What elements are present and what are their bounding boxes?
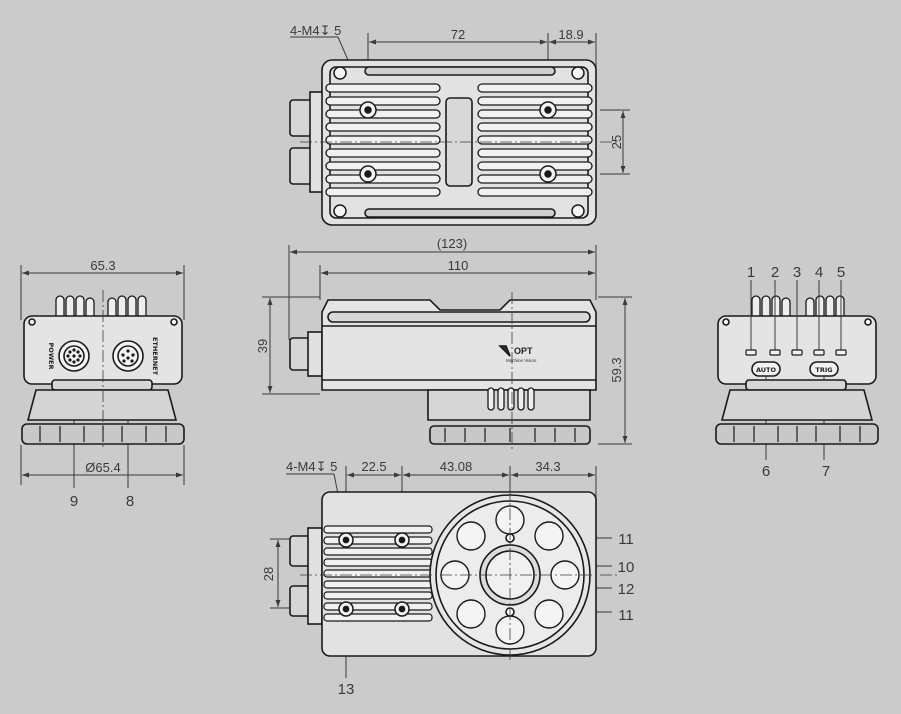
side-dim-total-length: (123) [437, 236, 467, 251]
callout-7: 7 [822, 463, 830, 480]
callout-10: 10 [618, 559, 635, 576]
side-dim-body-height: 39 [255, 339, 270, 353]
callout-9: 9 [70, 493, 78, 510]
bottom-view [270, 466, 620, 678]
bottom-thread-spec: 4-M4↧ 5 [286, 459, 337, 474]
right-view [715, 280, 879, 460]
power-connector-label: POWER [47, 343, 55, 370]
left-view [20, 265, 185, 488]
bottom-dim-d: 28 [261, 567, 276, 581]
callout-13: 13 [338, 681, 355, 698]
top-dim-hole-spacing: 72 [451, 27, 465, 42]
bottom-dim-c: 34.3 [535, 459, 560, 474]
top-thread-spec: 4-M4↧ 5 [290, 23, 341, 38]
top-dim-height-spacing: 25 [609, 135, 624, 149]
side-view [262, 245, 632, 450]
side-dim-body-length: 110 [448, 258, 469, 273]
bottom-dim-b: 43.08 [440, 459, 473, 474]
callout-labels: 1 2 3 4 5 6 7 8 9 10 11 11 12 13 [70, 264, 845, 698]
callout-11-bottom: 11 [618, 607, 634, 624]
callout-5: 5 [837, 264, 845, 281]
callout-1: 1 [747, 264, 755, 281]
trig-button: TRIG [815, 366, 832, 374]
ethernet-connector-label: ETHERNET [151, 337, 159, 376]
callout-4: 4 [815, 264, 823, 281]
callout-6: 6 [762, 463, 770, 480]
brand-logo: OPT [514, 346, 533, 356]
callout-3: 3 [793, 264, 801, 281]
left-dim-diameter: Ø65.4 [85, 460, 120, 475]
callout-8: 8 [126, 493, 134, 510]
callout-12: 12 [618, 581, 635, 598]
callout-2: 2 [771, 264, 779, 281]
side-dim-total-height: 59.3 [609, 357, 624, 382]
left-dim-width: 65.3 [90, 258, 115, 273]
top-view [289, 33, 630, 226]
brand-tagline: Machine Vision [506, 358, 537, 363]
auto-button: AUTO [756, 366, 777, 374]
top-dim-edge-offset: 18.9 [558, 27, 583, 42]
callout-11-top: 11 [618, 531, 634, 548]
bottom-dim-a: 22.5 [361, 459, 386, 474]
